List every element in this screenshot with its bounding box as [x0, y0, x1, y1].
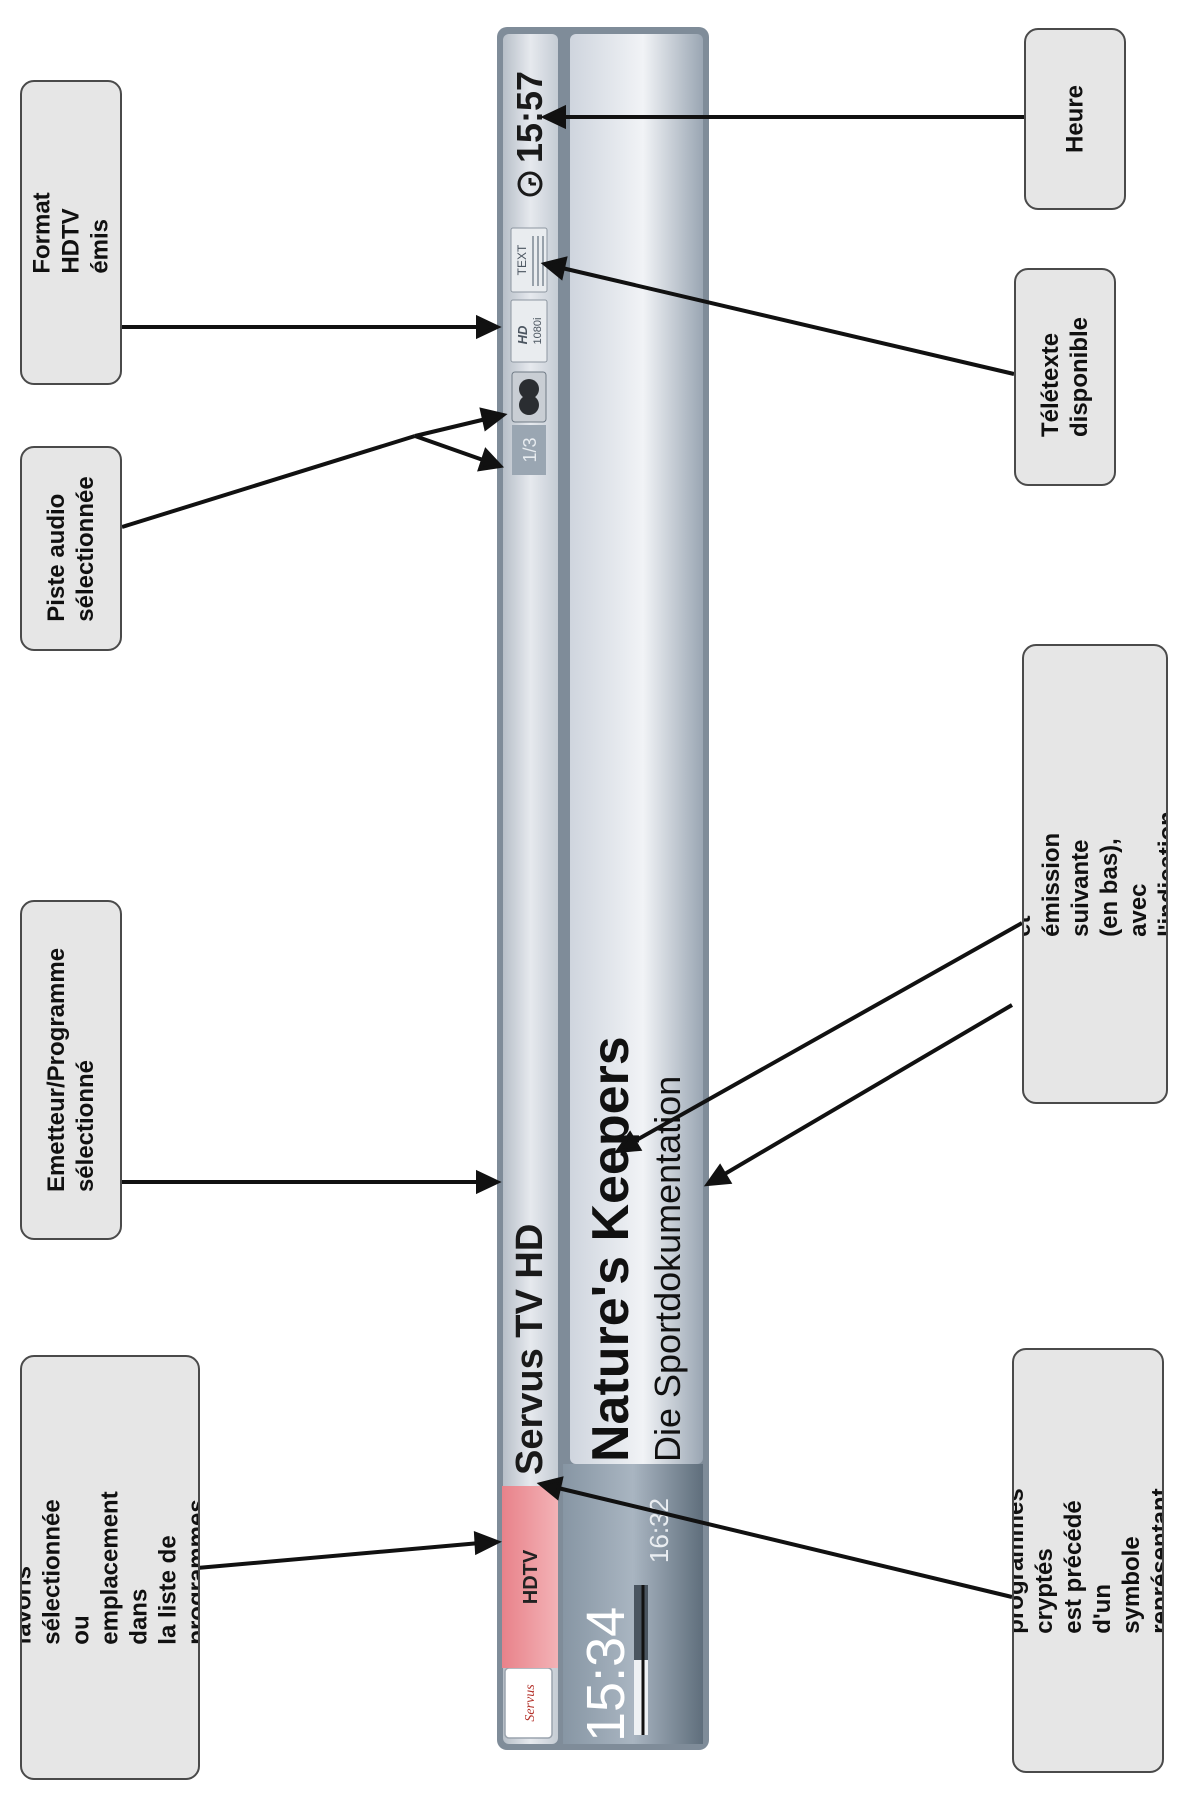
- callout-hd-format: Format HDTV émis: [20, 80, 122, 385]
- callout-programs-text: Emission actuelle (en haut) et émission …: [1022, 811, 1168, 937]
- callout-favorites-list-text: Liste de favoris sélectionnée ou emplace…: [20, 1490, 200, 1645]
- channel-logo-text: Servus: [523, 1684, 538, 1722]
- callout-station-text: Emetteur/Programme sélectionné: [43, 947, 99, 1193]
- favorites-list-name: HDTV: [520, 1549, 542, 1604]
- osd-program-area: [570, 34, 703, 1464]
- callout-audio-track-text: Piste audio sélectionnée: [43, 475, 99, 622]
- callout-arrows: [120, 104, 1024, 1599]
- callout-time-text: Heure: [1061, 84, 1089, 154]
- callout-programs: Emission actuelle (en haut) et émission …: [1022, 644, 1168, 1104]
- callout-teletext-text: Télétexte disponible: [1037, 317, 1093, 437]
- hd-resolution: 1080i: [532, 318, 544, 345]
- channel-name: Servus TV HD: [509, 1224, 551, 1475]
- callout-favorites-list: Liste de favoris sélectionnée ou emplace…: [20, 1355, 200, 1780]
- callout-time: Heure: [1024, 28, 1126, 210]
- favorites-list-badge: [502, 1486, 558, 1668]
- audio-track-badge: [512, 425, 546, 475]
- callout-encrypted: Le nom des programmes cryptés est précéd…: [1012, 1348, 1164, 1773]
- osd-time-area: [563, 1464, 703, 1744]
- progress-fill: [634, 1660, 648, 1735]
- callout-encrypted-text: Le nom des programmes cryptés est précéd…: [1012, 1487, 1164, 1634]
- callout-audio-track: Piste audio sélectionnée: [20, 446, 122, 651]
- hd-label: HD: [515, 325, 530, 344]
- current-program-title: Nature's Keepers: [582, 1036, 640, 1462]
- callout-hd-format-text: Format HDTV émis: [28, 191, 114, 274]
- next-program-title: Die Sportdokumentation: [647, 1076, 688, 1462]
- teletext-label: TEXT: [515, 244, 529, 275]
- callout-station: Emetteur/Programme sélectionné: [20, 900, 122, 1240]
- current-start-time: 15:34: [576, 1607, 636, 1742]
- hd-format-badge: [510, 299, 548, 363]
- clock-icon: [517, 171, 543, 197]
- callout-teletext: Télétexte disponible: [1014, 268, 1116, 486]
- audio-track-number: 1/3: [520, 437, 540, 462]
